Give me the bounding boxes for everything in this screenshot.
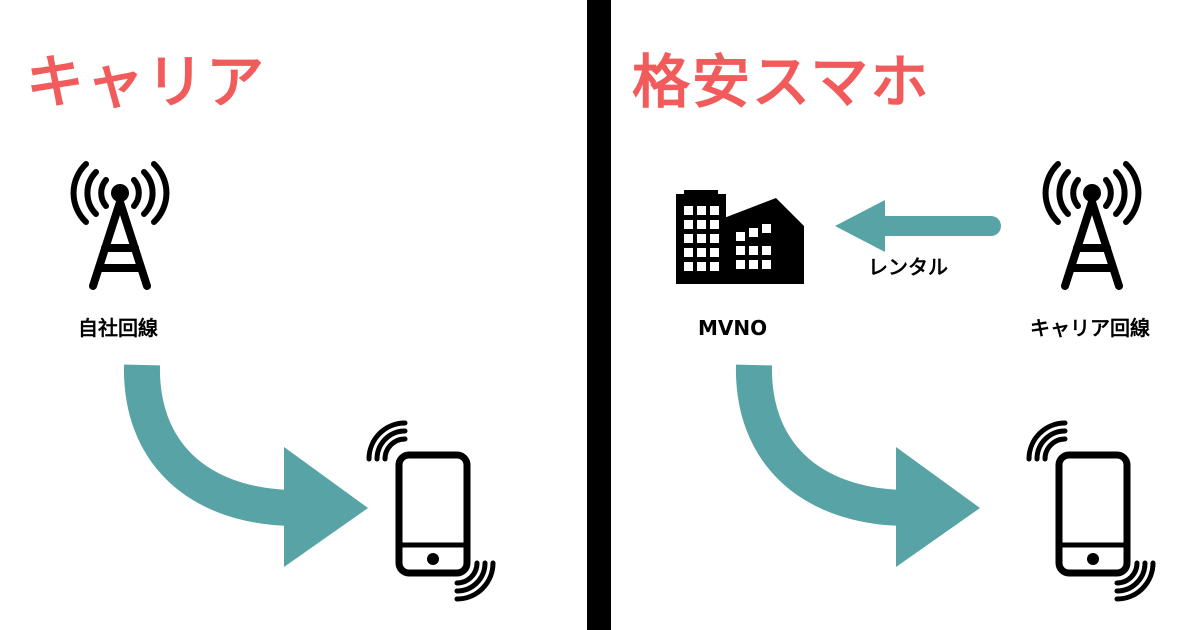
building-icon: [676, 180, 806, 285]
left-arrow-icon: [833, 198, 1003, 258]
antenna-tower-icon: [60, 160, 180, 290]
smartphone-icon: [355, 415, 510, 605]
carrier-line-label: キャリア回線: [1030, 316, 1150, 340]
curved-arrow-icon: [123, 364, 368, 567]
left-title: キャリア: [26, 48, 267, 116]
mvno-label: MVNO: [698, 316, 768, 340]
left-tower-label: 自社回線: [78, 316, 158, 340]
curved-arrow-icon: [600, 0, 1200, 630]
right-title: 格安スマホ: [632, 48, 931, 116]
center-divider: [587, 0, 611, 630]
antenna-tower-icon: [1032, 160, 1152, 290]
rental-label: レンタル: [868, 255, 948, 279]
smartphone-icon: [1015, 415, 1170, 605]
